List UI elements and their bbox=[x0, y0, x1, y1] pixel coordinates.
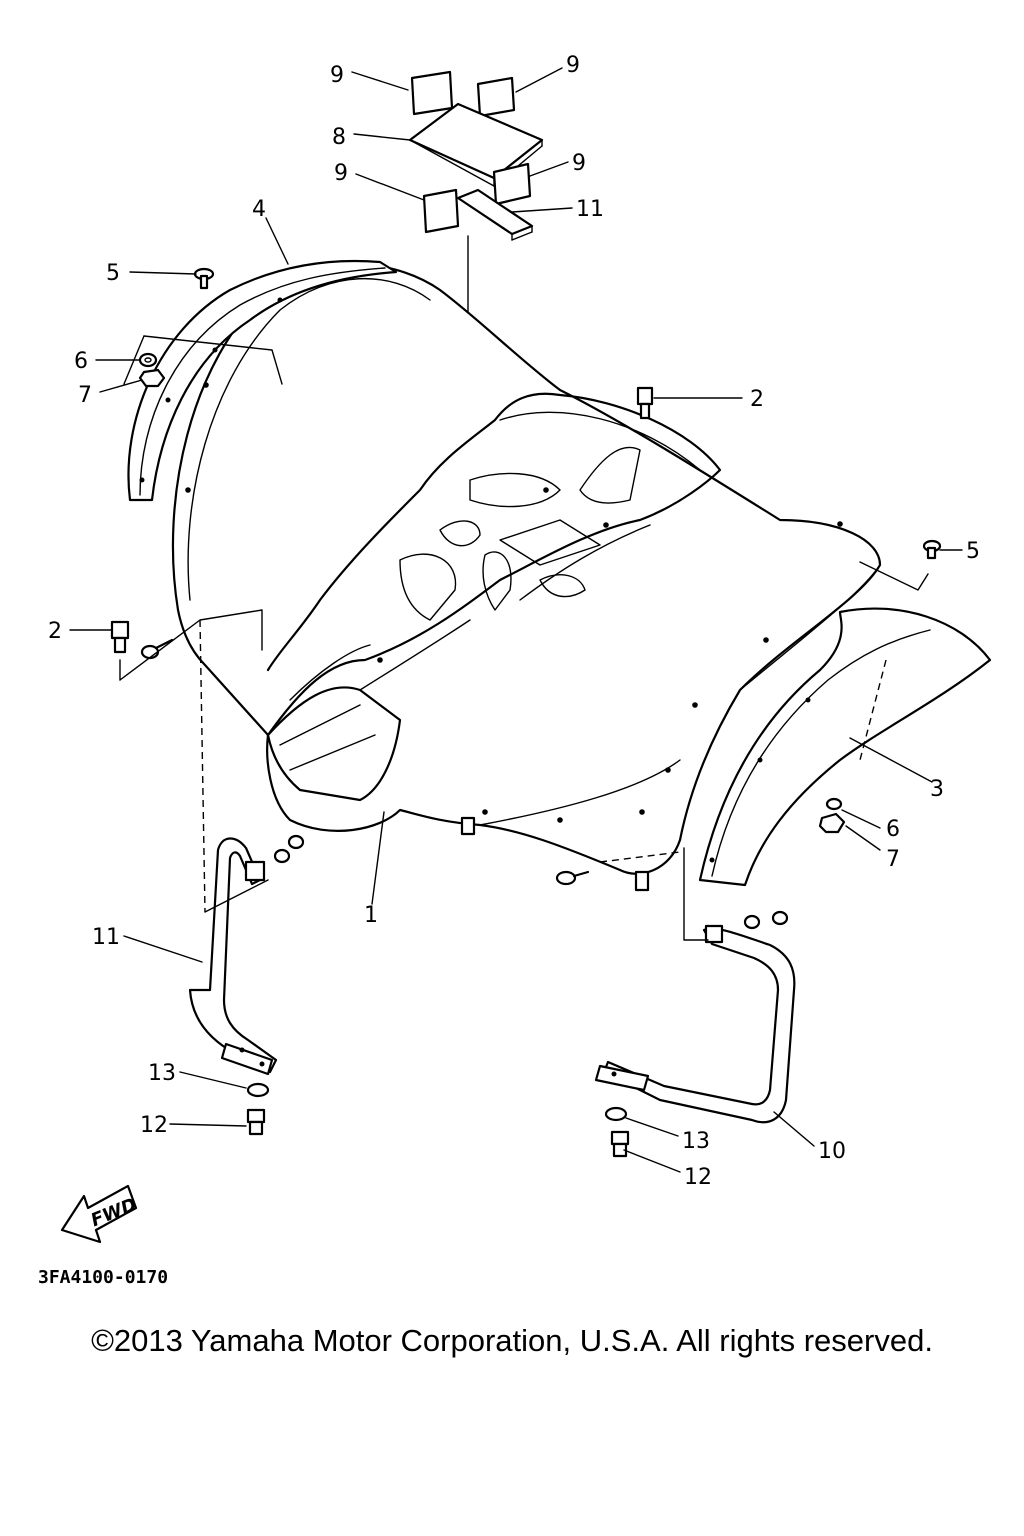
nut-7-left bbox=[138, 368, 166, 388]
reflector-mid-left bbox=[422, 188, 460, 234]
washer-13-right bbox=[604, 1106, 628, 1122]
callout-8: 8 bbox=[332, 125, 346, 150]
pad-part-11 bbox=[456, 188, 534, 241]
callout-10: 10 bbox=[818, 1139, 846, 1164]
callout-7: 7 bbox=[886, 847, 900, 872]
callout-11: 11 bbox=[576, 197, 604, 222]
left-grab-bar bbox=[188, 834, 305, 1076]
callout-13: 13 bbox=[682, 1129, 710, 1154]
bolt-5-right bbox=[922, 539, 942, 560]
callout-4: 4 bbox=[252, 197, 266, 222]
bolt-5-left bbox=[193, 267, 215, 290]
nut-7-right bbox=[818, 812, 846, 834]
bolt-12-left bbox=[246, 1108, 266, 1136]
bolt-2-top bbox=[636, 386, 654, 420]
washer-6-left bbox=[138, 352, 158, 368]
reflector-top-right bbox=[476, 76, 516, 118]
bolt-2-left bbox=[110, 620, 130, 654]
washer-13-left bbox=[246, 1082, 270, 1098]
callout-12: 12 bbox=[140, 1113, 168, 1138]
callout-5: 5 bbox=[106, 261, 120, 286]
callout-9: 9 bbox=[572, 151, 586, 176]
callout-6: 6 bbox=[74, 349, 88, 374]
copyright-notice: ©2013 Yamaha Motor Corporation, U.S.A. A… bbox=[91, 1323, 933, 1358]
callout-6: 6 bbox=[886, 817, 900, 842]
washer-6-right bbox=[825, 797, 843, 811]
callout-13: 13 bbox=[148, 1061, 176, 1086]
drawing-code: 3FA4100-0170 bbox=[38, 1267, 168, 1288]
leader-lines bbox=[69, 67, 963, 1173]
fwd-arrow-icon: FWD bbox=[60, 1184, 140, 1244]
callout-5: 5 bbox=[966, 539, 980, 564]
screw-right bbox=[555, 870, 590, 886]
rear-fender-body bbox=[171, 263, 882, 892]
callout-9: 9 bbox=[330, 63, 344, 88]
callout-7: 7 bbox=[78, 383, 92, 408]
reflector-top-left bbox=[410, 70, 454, 116]
callout-11: 11 bbox=[92, 925, 120, 950]
callout-2: 2 bbox=[48, 619, 62, 644]
screw-left bbox=[140, 638, 174, 660]
callout-9: 9 bbox=[566, 53, 580, 78]
left-mud-flap bbox=[127, 259, 398, 502]
callout-3: 3 bbox=[930, 777, 944, 802]
callout-2: 2 bbox=[750, 387, 764, 412]
callout-12: 12 bbox=[684, 1165, 712, 1190]
bolt-12-right bbox=[610, 1130, 630, 1158]
callout-9: 9 bbox=[334, 161, 348, 186]
right-grab-bar bbox=[594, 910, 796, 1124]
right-mud-flap bbox=[698, 607, 992, 887]
reflector-mid-right bbox=[492, 162, 532, 206]
callout-labels: 9 9 8 9 9 11 4 5 6 7 2 5 2 3 6 7 1 11 13… bbox=[48, 53, 980, 1190]
callout-1: 1 bbox=[364, 903, 378, 928]
